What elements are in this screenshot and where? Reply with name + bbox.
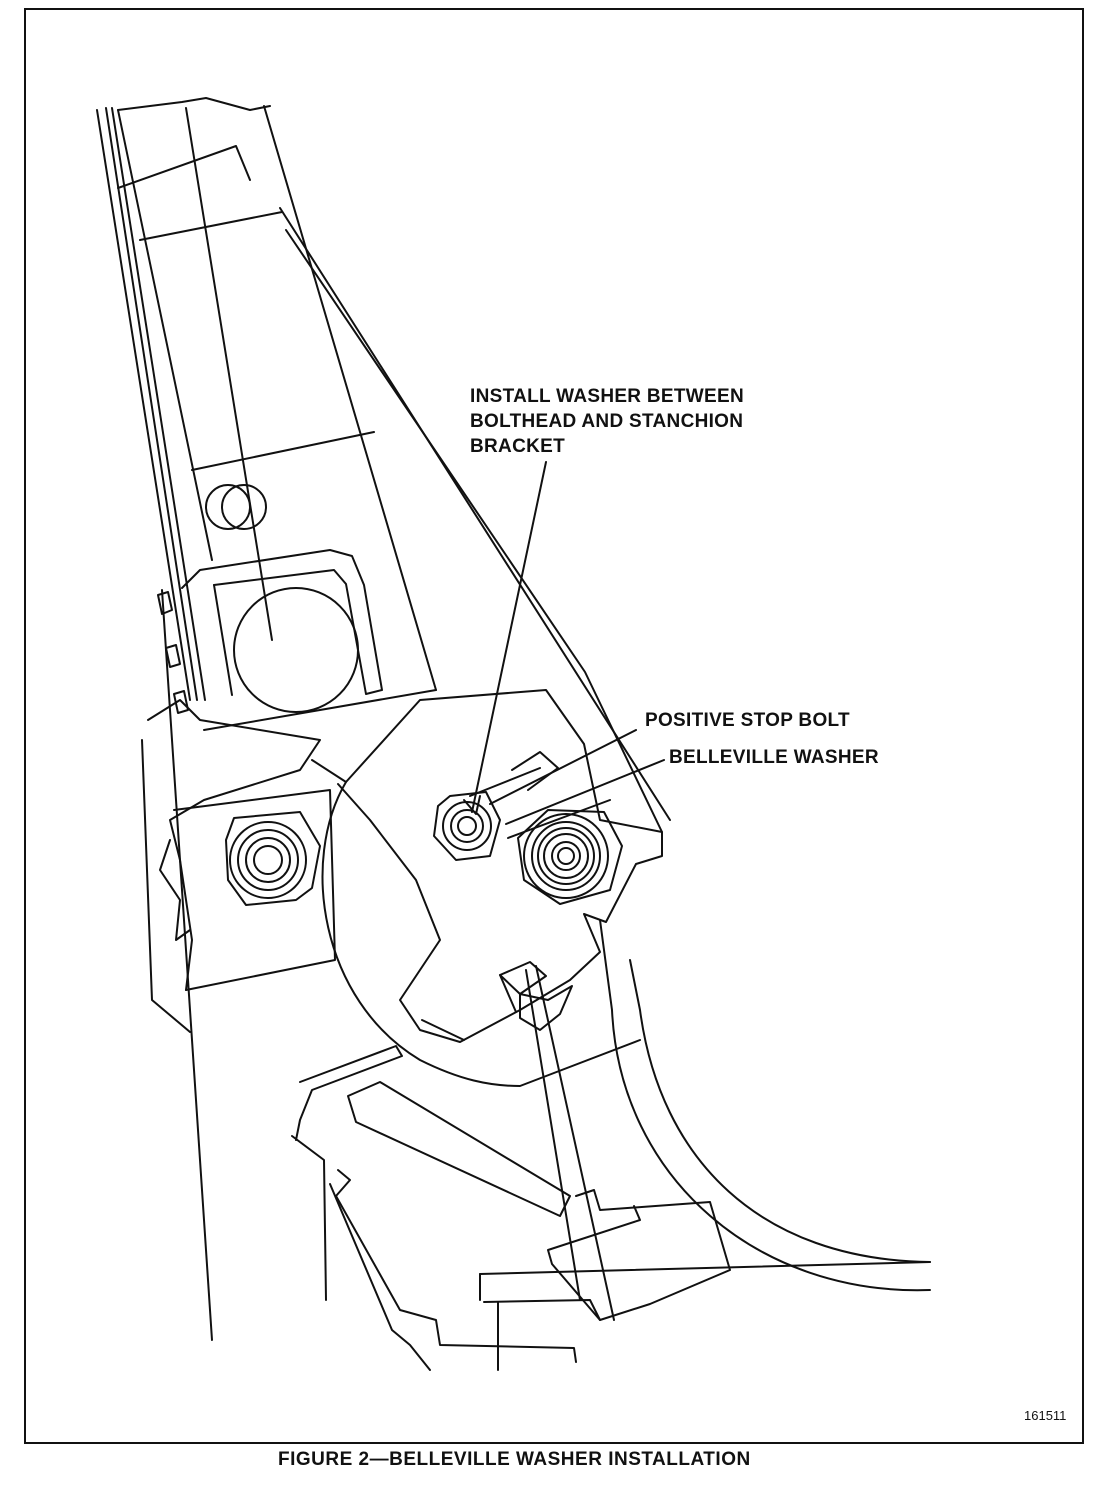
bottom-hook — [329, 1169, 577, 1371]
foot-bracket — [479, 1189, 931, 1371]
adjuster-bolt — [499, 961, 615, 1321]
callout-install-washer: INSTALL WASHER BETWEEN BOLTHEAD AND STAN… — [470, 384, 744, 459]
figure-frame — [24, 8, 1084, 1444]
left-bracket — [141, 699, 336, 1033]
callout-positive-stop-bolt: POSITIVE STOP BOLT — [645, 710, 850, 731]
sector-plate — [311, 689, 663, 1087]
leader-lines — [463, 461, 665, 825]
column-rings — [205, 484, 359, 713]
stanchion-outer-edge — [285, 229, 663, 833]
figure-caption: FIGURE 2—BELLEVILLE WASHER INSTALLATION — [278, 1449, 751, 1470]
callout-belleville-washer: BELLEVILLE WASHER — [669, 747, 879, 768]
callout-install-washer-line2: BOLTHEAD AND STANCHION — [470, 411, 744, 432]
positive-stop-bolt — [433, 791, 501, 861]
figure-id: 161511 — [1024, 1408, 1067, 1423]
lower-frame — [291, 919, 931, 1301]
stanchion-column — [96, 97, 671, 821]
rivets — [157, 589, 213, 1341]
callout-install-washer-line3: BRACKET — [470, 436, 565, 457]
callout-install-washer-line1: INSTALL WASHER BETWEEN — [470, 386, 745, 407]
belleville-washer — [517, 809, 623, 905]
